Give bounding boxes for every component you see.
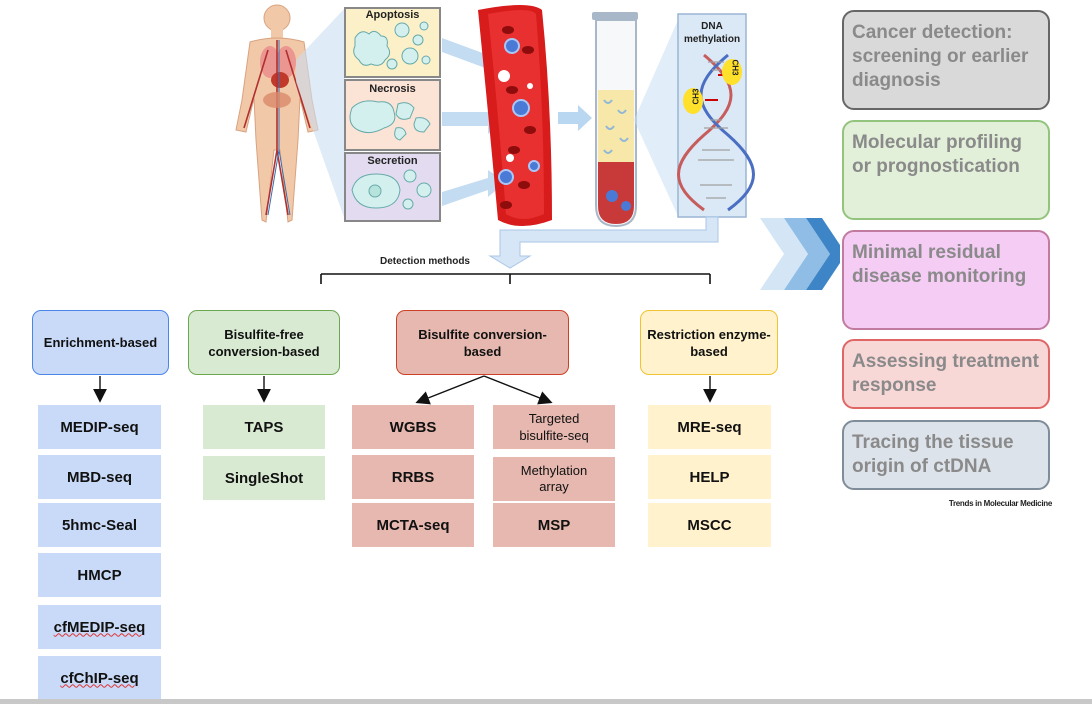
technique-rrbs: RRBS — [352, 455, 474, 499]
method-connectors — [93, 375, 717, 405]
technique-help: HELP — [648, 455, 771, 499]
technique-mbd-seq: MBD-seq — [38, 455, 161, 499]
top-illustration — [235, 4, 840, 290]
technique-5hmc-seal: 5hmc-Seal — [38, 503, 161, 547]
technique-targeted-bisulfite-seq: Targeted bisulfite-seq — [493, 405, 615, 449]
journal-credit: Trends in Molecular Medicine — [948, 499, 1052, 508]
detection-methods-label: Detection methods — [379, 256, 470, 267]
application-molecular-profiling: Molecular profiling or prognostication — [842, 120, 1050, 220]
technique-wgbs: WGBS — [352, 405, 474, 449]
technique-msp: MSP — [493, 503, 615, 547]
technique-methylation-array: Methylation array — [493, 457, 615, 501]
necrosis-label: Necrosis — [369, 83, 416, 95]
application-tissue-origin: Tracing the tissue origin of ctDNA — [842, 420, 1050, 490]
application-mrd-monitoring: Minimal residual disease monitoring — [842, 230, 1050, 330]
technique-singleshot: SingleShot — [203, 456, 325, 500]
method-enrichment-based: Enrichment-based — [32, 310, 169, 375]
technique-mscc: MSCC — [648, 503, 771, 547]
apoptosis-label: Apoptosis — [365, 9, 420, 21]
technique-taps: TAPS — [203, 405, 325, 449]
technique-mcta-seq: MCTA-seq — [352, 503, 474, 547]
application-cancer-detection: Cancer detection: screening or earlier d… — [842, 10, 1050, 110]
technique-cfmedip-seq: cfMEDIP-seq — [38, 605, 161, 649]
application-treatment-response: Assessing treatment response — [842, 339, 1050, 409]
method-bisulfite-free: Bisulfite-free conversion-based — [188, 310, 340, 375]
dna-panel — [677, 13, 755, 218]
technique-medip-seq: MEDIP-seq — [38, 405, 161, 449]
technique-hmcp: HMCP — [38, 553, 161, 597]
bottom-scrollbar[interactable] — [0, 699, 1092, 704]
technique-mre-seq: MRE-seq — [648, 405, 771, 449]
blood-vessel-illustration — [478, 5, 552, 226]
method-restriction-enzyme: Restriction enzyme-based — [640, 310, 778, 375]
chevron-arrows-icon — [760, 218, 840, 290]
blood-tube-illustration — [592, 12, 638, 228]
secretion-label: Secretion — [367, 155, 418, 167]
method-bisulfite-conversion: Bisulfite conversion-based — [396, 310, 569, 375]
dna-methylation-label: DNA methylation — [683, 21, 741, 45]
technique-cfchip-seq: cfChIP-seq — [38, 656, 161, 700]
